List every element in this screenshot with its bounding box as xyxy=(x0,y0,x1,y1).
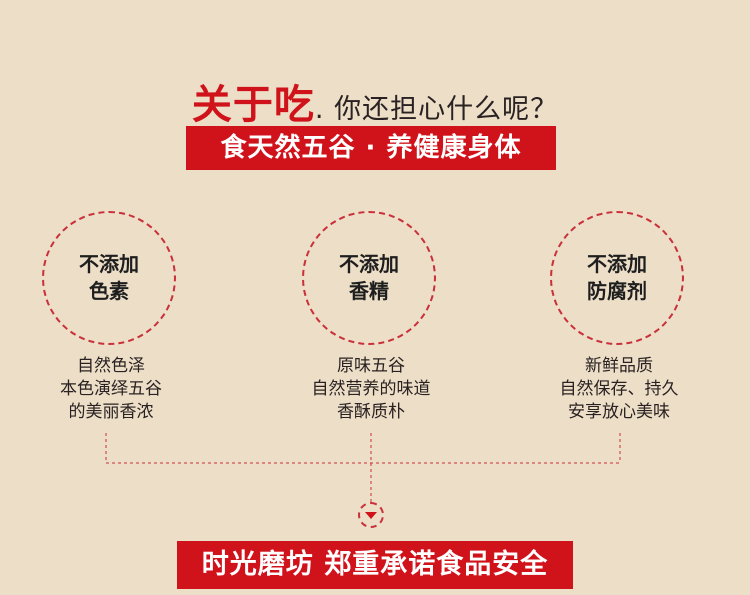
feature-description: 原味五谷 自然营养的味道 香酥质朴 xyxy=(271,355,471,424)
feature-desc-line: 原味五谷 xyxy=(337,356,405,376)
feature-desc-line: 新鲜品质 xyxy=(585,356,653,376)
feature-badge: 不添加 色素 xyxy=(42,211,176,345)
feature-badge: 不添加 香精 xyxy=(302,211,436,345)
feature-title-line1: 不添加 xyxy=(79,252,139,276)
feature-title-line2: 香精 xyxy=(349,279,389,303)
headline-main: 关于吃 xyxy=(191,82,315,128)
feature-desc-line: 香酥质朴 xyxy=(337,402,405,422)
chevron-down-circle-icon xyxy=(358,502,384,528)
feature-title-line1: 不添加 xyxy=(587,252,647,276)
feature-title-line2: 色素 xyxy=(89,279,129,303)
promise-banner: 时光磨坊 郑重承诺食品安全 xyxy=(177,541,573,589)
feature-desc-line: 自然营养的味道 xyxy=(311,379,431,399)
feature-desc-line: 的美丽香浓 xyxy=(68,402,154,422)
feature-title-line2: 防腐剂 xyxy=(587,279,647,303)
headline: 关于吃. 你还担心什么呢？ xyxy=(0,72,750,130)
feature-description: 新鲜品质 自然保存、持久 安享放心美味 xyxy=(519,355,719,424)
feature-desc-line: 本色演绎五谷 xyxy=(60,379,162,399)
feature-desc-line: 自然色泽 xyxy=(77,356,145,376)
feature-desc-line: 自然保存、持久 xyxy=(559,379,679,399)
slogan-banner: 食天然五谷 · 养健康身体 xyxy=(186,126,556,170)
feature-title-line1: 不添加 xyxy=(339,252,399,276)
feature-description: 自然色泽 本色演绎五谷 的美丽香浓 xyxy=(11,355,211,424)
feature-badge: 不添加 防腐剂 xyxy=(550,211,684,345)
headline-sub: . 你还担心什么呢？ xyxy=(314,94,559,125)
feature-desc-line: 安享放心美味 xyxy=(568,402,670,422)
